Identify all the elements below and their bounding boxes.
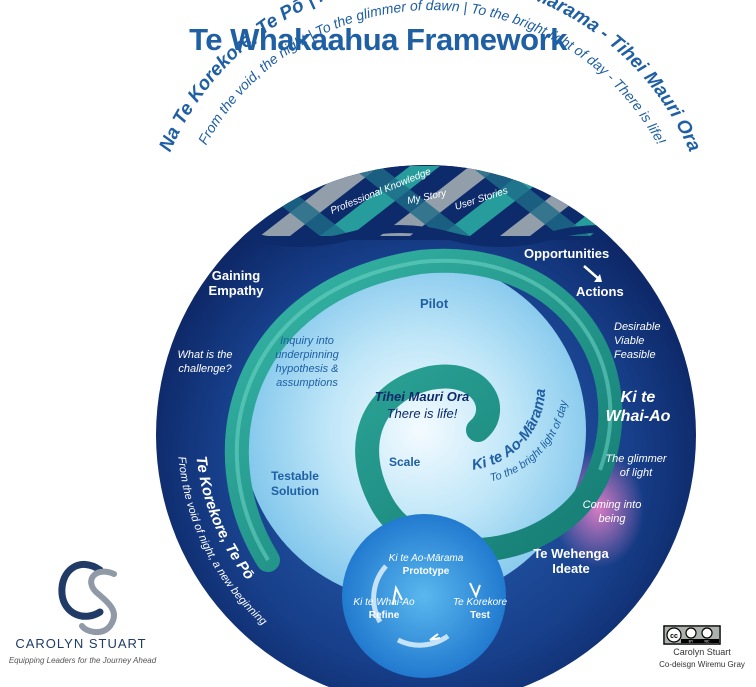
license-author: Carolyn Stuart bbox=[673, 647, 731, 657]
cycle-circle bbox=[342, 514, 506, 678]
inquiry-line-3: hypothesis & bbox=[275, 363, 339, 375]
cycle-test-label: Te Korekore Test bbox=[440, 596, 520, 622]
viable-line: Viable bbox=[614, 335, 645, 347]
gaining-empathy-label: Gaining Empathy bbox=[196, 268, 276, 298]
dvf-label: Desirable Viable Feasible bbox=[614, 320, 660, 362]
page-title: Te Whakaahua Framework bbox=[189, 22, 567, 57]
desirable-line: Desirable bbox=[614, 321, 661, 333]
wehenga-ideate-label: Te Wehenga Ideate bbox=[526, 546, 616, 576]
testable-line: Testable bbox=[271, 469, 319, 483]
refine-line: Refine bbox=[368, 610, 400, 621]
scale-label: Scale bbox=[389, 455, 421, 469]
inquiry-line-1: Inquiry into bbox=[280, 335, 334, 347]
license-codesign: Co-deisgn Wiremu Gray bbox=[659, 660, 745, 669]
tihei-line-1: Tihei Mauri Ora bbox=[374, 389, 470, 404]
solution-line: Solution bbox=[271, 484, 319, 498]
cycle-right-line-1: Te Korekore bbox=[452, 597, 508, 608]
inquiry-label: Inquiry into underpinning hypothesis & a… bbox=[262, 334, 352, 390]
tihei-label: Tihei Mauri Ora There is life! bbox=[362, 388, 482, 422]
challenge-label: What is the challenge? bbox=[160, 348, 250, 376]
whai-ao-line-1: Ki te bbox=[620, 389, 656, 406]
glimmer-line-1: The glimmer bbox=[605, 453, 667, 465]
test-line: Test bbox=[470, 610, 490, 621]
empathy-line: Empathy bbox=[208, 283, 264, 298]
coming-line-1: Coming into bbox=[582, 499, 642, 511]
ideate-line: Ideate bbox=[552, 561, 590, 576]
opportunities-label: Opportunities bbox=[524, 246, 610, 261]
whai-ao-label: Ki te Whai-Ao bbox=[598, 388, 678, 426]
svg-text:cc: cc bbox=[670, 633, 678, 640]
tihei-line-2: There is life! bbox=[386, 406, 458, 421]
cycle-top-line-1: Ki te Ao-Mārama bbox=[388, 553, 464, 564]
cycle-refine-label: Ki te Whai-Ao Refine bbox=[344, 596, 424, 622]
svg-text:BY: BY bbox=[689, 640, 694, 644]
inner-circle bbox=[242, 258, 586, 602]
prototype-line: Prototype bbox=[402, 566, 450, 577]
inquiry-line-4: assumptions bbox=[276, 377, 338, 389]
weave-band bbox=[156, 165, 696, 247]
cs-logo-icon bbox=[58, 561, 117, 635]
wehenga-line: Te Wehenga bbox=[533, 546, 609, 561]
logo-name: CAROLYN STUART bbox=[15, 636, 147, 651]
glimmer-line-2: of light bbox=[619, 467, 653, 479]
logo-tagline: Equipping Leaders for the Journey Ahead bbox=[8, 656, 157, 665]
challenge-line-2: challenge? bbox=[178, 363, 232, 375]
cc-license-icon bbox=[663, 625, 721, 645]
svg-text:NC: NC bbox=[704, 640, 710, 644]
glimmer-label: The glimmer of light bbox=[596, 452, 676, 480]
coming-line-2: being bbox=[598, 513, 626, 525]
gaining-line: Gaining bbox=[211, 268, 261, 283]
testable-solution-label: Testable Solution bbox=[260, 469, 330, 499]
coming-into-being-label: Coming into being bbox=[572, 498, 652, 526]
pilot-label: Pilot bbox=[420, 296, 449, 311]
inquiry-line-2: underpinning bbox=[275, 349, 339, 361]
cycle-prototype-label: Ki te Ao-Mārama Prototype bbox=[376, 552, 476, 578]
whai-ao-line-2: Whai-Ao bbox=[605, 408, 671, 425]
cycle-left-line-1: Ki te Whai-Ao bbox=[353, 597, 415, 608]
actions-label: Actions bbox=[576, 284, 624, 299]
feasible-line: Feasible bbox=[614, 349, 656, 361]
challenge-line-1: What is the bbox=[177, 349, 233, 361]
